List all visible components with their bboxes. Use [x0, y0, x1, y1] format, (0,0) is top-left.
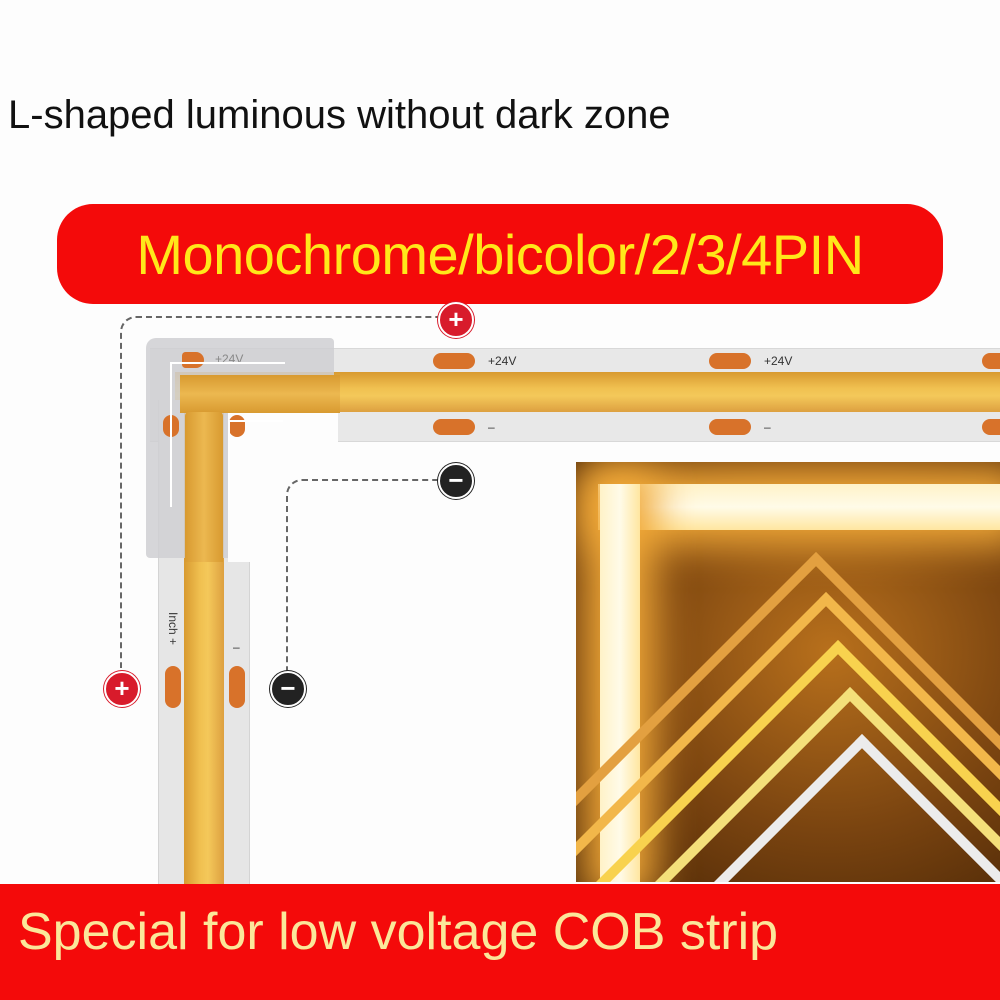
- solder-pad-negative: [709, 419, 751, 435]
- connector-wire: [170, 362, 285, 364]
- product-photo: [576, 462, 1000, 882]
- solder-pad-negative: [982, 419, 1000, 435]
- solder-pad-positive: [709, 353, 751, 369]
- solder-pad-positive: [433, 353, 475, 369]
- pad-label-negative: –: [764, 420, 771, 434]
- pad-label-positive: +24V: [488, 354, 517, 368]
- solder-pad-negative: [229, 666, 245, 708]
- banner-text: Monochrome/bicolor/2/3/4PIN: [136, 222, 864, 286]
- solder-pad-positive: [982, 353, 1000, 369]
- pad-label-negative: –: [488, 420, 495, 434]
- lit-strip-vertical: [600, 484, 640, 882]
- connector-wire: [170, 362, 172, 507]
- pad-label-positive: +24V: [764, 354, 793, 368]
- footer-text: Special for low voltage COB strip: [18, 903, 779, 961]
- connector-cob-vertical: [185, 412, 223, 562]
- plus-icon: +: [438, 302, 474, 338]
- minus-icon: −: [438, 463, 474, 499]
- minus-icon: −: [270, 671, 306, 707]
- lit-strip-horizontal: [598, 484, 1000, 530]
- connector-wire: [228, 420, 283, 422]
- footer-banner: Special for low voltage COB strip: [0, 884, 1000, 1000]
- pin-type-banner: Monochrome/bicolor/2/3/4PIN: [57, 204, 943, 304]
- headline: L-shaped luminous without dark zone: [8, 93, 671, 137]
- connector-notch: [228, 412, 338, 562]
- solder-pad-positive: [165, 666, 181, 708]
- connector-pin-positive: [182, 352, 204, 368]
- negative-wire-path: [286, 479, 440, 671]
- solder-pad-negative: [433, 419, 475, 435]
- connector-wire: [228, 420, 230, 510]
- connector-cob-horizontal: [180, 375, 340, 413]
- positive-wire-path: [120, 316, 442, 668]
- plus-icon: +: [104, 671, 140, 707]
- vertical-label-negative: –: [233, 640, 240, 654]
